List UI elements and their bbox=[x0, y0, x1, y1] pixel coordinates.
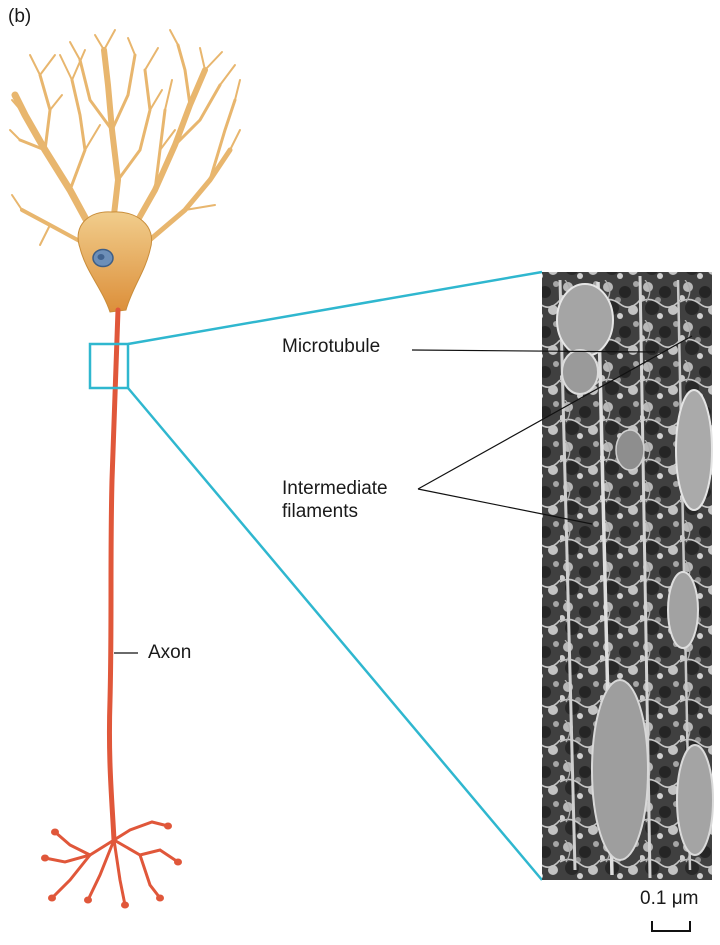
axon-terminals bbox=[43, 820, 180, 907]
zoom-line-bottom bbox=[127, 387, 543, 881]
scale-bar-label: 0.1 μm bbox=[640, 888, 699, 909]
intermediate-filaments-label-line1: Intermediate bbox=[282, 478, 388, 499]
synaptic-boutons bbox=[41, 822, 182, 909]
leader-lines bbox=[114, 335, 693, 654]
axon-label: Axon bbox=[148, 642, 192, 663]
zoom-line-top bbox=[127, 270, 543, 346]
nucleolus bbox=[97, 254, 105, 260]
intermediate-filaments-label-line2: filaments bbox=[282, 501, 359, 522]
scale-bar bbox=[651, 921, 691, 932]
electron-micrograph bbox=[542, 272, 714, 880]
cell-body bbox=[77, 211, 153, 313]
panel-label: (b) bbox=[8, 6, 32, 27]
microtubule-label: Microtubule bbox=[282, 336, 381, 357]
zoom-box bbox=[88, 342, 130, 390]
axon bbox=[106, 307, 121, 843]
dendrites bbox=[9, 29, 241, 247]
